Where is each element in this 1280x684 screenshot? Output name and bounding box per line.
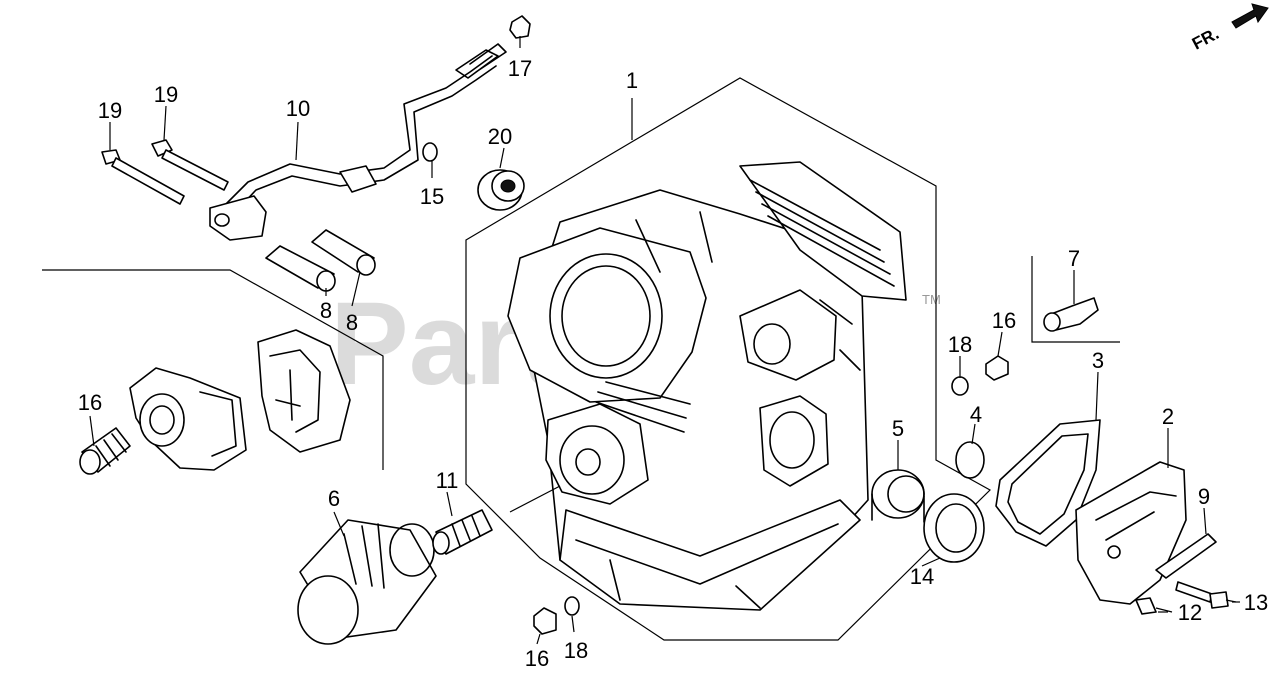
washer-part[interactable]: [564, 596, 580, 616]
threaded-nipple-part[interactable]: [79, 427, 131, 475]
callout-4: 4: [970, 402, 982, 427]
callout-13: 13: [1244, 590, 1268, 615]
oil-cooler-part[interactable]: [129, 367, 247, 471]
sleeve-part[interactable]: [265, 245, 336, 292]
callout-15: 15: [420, 184, 444, 209]
callout-3: 3: [1092, 348, 1104, 373]
oil-seal-part[interactable]: [923, 493, 985, 563]
bolt-part[interactable]: [1175, 581, 1229, 609]
callout-16-left: 16: [78, 390, 102, 415]
bolt-part[interactable]: [985, 355, 1009, 381]
callout-19-a: 19: [154, 82, 178, 107]
front-direction-arrow-icon: FR.: [1189, 3, 1269, 54]
crankcase-part[interactable]: [507, 161, 907, 611]
drain-bolt-part[interactable]: [533, 607, 557, 635]
plug-part[interactable]: [955, 441, 985, 479]
callout-5: 5: [892, 416, 904, 441]
nut-part[interactable]: [509, 15, 531, 39]
leader-lines: [89, 36, 1237, 645]
washer-part[interactable]: [951, 376, 969, 396]
bolt-part[interactable]: [151, 139, 229, 191]
callout-19-b: 19: [98, 98, 122, 123]
callout-16-bottom: 16: [525, 646, 549, 671]
callout-labels: 1 2 3 4 5 6 7 8 8 9 10 11 12 13 14 15 16…: [78, 56, 1268, 671]
bolt-part[interactable]: [101, 149, 185, 205]
sensor-part[interactable]: [1043, 297, 1099, 332]
sensor-section-frame: [1031, 256, 1120, 343]
oil-filter-part[interactable]: [297, 519, 437, 645]
callout-9: 9: [1198, 484, 1210, 509]
callout-8a: 8: [320, 298, 332, 323]
callout-20: 20: [488, 124, 512, 149]
callout-1: 1: [626, 68, 638, 93]
crankcase-section-frame: [465, 77, 991, 641]
front-direction-label: FR.: [1189, 24, 1222, 54]
callout-18-right: 18: [948, 332, 972, 357]
watermark-tm: TM: [922, 292, 941, 307]
sleeve-part[interactable]: [311, 229, 376, 276]
callout-18-bottom: 18: [564, 638, 588, 663]
collar-part[interactable]: [871, 469, 925, 523]
bolt-part[interactable]: [1135, 597, 1157, 615]
bearing-part[interactable]: [477, 169, 525, 211]
oil-filter-nipple-part[interactable]: [432, 509, 493, 555]
callout-7: 7: [1068, 246, 1080, 271]
cover-part[interactable]: [1075, 461, 1187, 605]
oil-filter-base-section-part[interactable]: [257, 329, 351, 453]
link-part[interactable]: [1155, 533, 1217, 579]
callout-8b: 8: [346, 310, 358, 335]
callout-10: 10: [286, 96, 310, 121]
callout-6: 6: [328, 486, 340, 511]
washer-part[interactable]: [422, 142, 438, 162]
oil-filter-section-frame: [42, 269, 384, 470]
callout-16-right: 16: [992, 308, 1016, 333]
callout-11: 11: [436, 468, 459, 493]
oil-pipe-lead-part[interactable]: [209, 43, 507, 241]
callout-17: 17: [508, 56, 532, 81]
callout-14: 14: [910, 564, 934, 589]
callout-12: 12: [1178, 600, 1202, 625]
callout-2: 2: [1162, 404, 1174, 429]
